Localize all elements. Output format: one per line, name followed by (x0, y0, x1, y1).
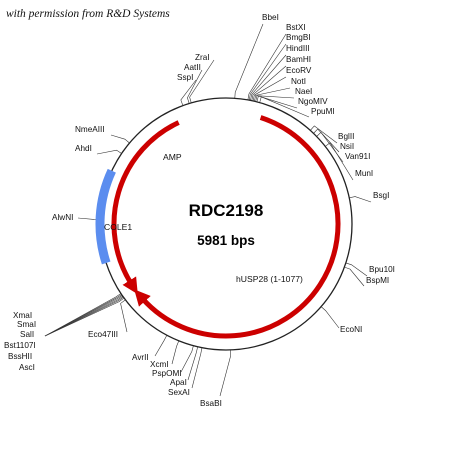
site-label-bsabi: BsaBI (200, 399, 222, 408)
site-leader-ngomiv (256, 95, 298, 109)
site-leader-apai (187, 346, 198, 381)
site-leader-sexai (191, 347, 203, 389)
site-leader-ahdi (96, 149, 122, 155)
site-labels-group: BbeIBstXIBmgBIHindIIIBamHIEcoRVNotINaeIN… (4, 13, 395, 408)
site-leader-aatii (187, 69, 203, 104)
site-label-sali: SalI (20, 330, 34, 339)
feature-label-cole1: COLE1 (104, 222, 132, 232)
site-leader-bmgbi (248, 43, 287, 101)
site-leader-avrii (154, 335, 168, 357)
site-leader-smai (44, 294, 122, 337)
site-label-bsshii: BssHII (8, 352, 32, 361)
site-label-muni: MunI (355, 169, 373, 178)
site-label-bst1107i: Bst1107I (4, 341, 36, 350)
site-leader-bamhi (251, 65, 287, 101)
feature-arrow-amp (111, 120, 180, 295)
site-label-van91i: Van91I (345, 152, 370, 161)
site-leader-hindiii (250, 54, 287, 101)
site-label-ahdi: AhdI (75, 144, 92, 153)
site-leader-zrai (189, 59, 215, 103)
site-leader-noti (254, 87, 291, 102)
site-label-ngomiv: NgoMIV (298, 97, 328, 106)
site-leader-bsgi (349, 196, 372, 203)
site-leader-xcmi (171, 340, 180, 365)
site-leader-bspmi (344, 266, 365, 287)
site-leader-bsabi (219, 349, 231, 397)
site-label-naei: NaeI (295, 87, 312, 96)
plasmid-backbone-circle (99, 97, 353, 351)
site-leader-bsshii (44, 296, 124, 337)
site-label-econi: EcoNI (340, 325, 362, 334)
site-leader-sspi (180, 79, 197, 106)
site-leader-ecorv (252, 76, 287, 102)
site-leader-xmai (44, 293, 122, 337)
site-label-bbei: BbeI (262, 13, 279, 22)
site-label-nsii: NsiI (340, 142, 354, 151)
site-label-noti: NotI (291, 77, 306, 86)
site-label-avrii: AvrII (132, 353, 149, 362)
site-label-bamhi: BamHI (286, 55, 311, 64)
site-label-sspi: SspI (177, 73, 193, 82)
site-label-bglii: BglII (338, 132, 354, 141)
site-label-xcmi: XcmI (150, 360, 169, 369)
site-leader-pspomi (180, 345, 194, 373)
site-label-bsgi: BsgI (373, 191, 389, 200)
site-label-aatii: AatII (184, 63, 201, 72)
feature-label-husp28: hUSP28 (1-1077) (236, 274, 303, 284)
site-label-ecorv: EcoRV (286, 66, 312, 75)
site-label-bstxi: BstXI (286, 23, 306, 32)
site-label-bspmi: BspMI (366, 276, 389, 285)
site-label-apai: ApaI (170, 378, 187, 387)
site-label-pspomi: PspOMI (152, 369, 182, 378)
site-leader-nsii (313, 128, 340, 153)
site-leader-sali (44, 295, 123, 337)
site-leader-bstxi (247, 33, 287, 100)
site-leader-naei (255, 95, 295, 102)
site-leader-bglii (310, 125, 338, 144)
site-leaders-group (44, 23, 372, 397)
site-label-sexai: SexAI (168, 388, 190, 397)
site-leader-ppumi (259, 96, 310, 118)
plasmid-name: RDC2198 (189, 201, 264, 220)
site-leader-bst1107i (44, 296, 123, 337)
site-label-zrai: ZraI (195, 53, 210, 62)
site-label-bpu10i: Bpu10I (369, 265, 395, 274)
site-leader-econi (320, 306, 340, 329)
site-label-bmgbi: BmgBI (286, 33, 311, 42)
site-label-smai: SmaI (17, 320, 36, 329)
site-label-hindiii: HindIII (286, 44, 310, 53)
site-leader-asci (44, 297, 125, 337)
site-leader-bpu10i (345, 262, 368, 277)
site-label-nmeaiii: NmeAIII (75, 125, 105, 134)
site-leader-muni (325, 142, 354, 181)
site-label-alwni: AlwNI (52, 213, 73, 222)
feature-block-cole1 (95, 168, 116, 265)
feature-arrow-husp28-1-1077 (134, 115, 341, 339)
site-leader-eco47iii (120, 299, 128, 333)
features-group (95, 115, 341, 339)
site-label-eco47iii: Eco47III (88, 330, 118, 339)
permission-credit: with permission from R&D Systems (6, 8, 170, 20)
site-leader-bbei (234, 23, 264, 99)
plasmid-size: 5981 bps (197, 233, 255, 248)
feature-label-amp: AMP (163, 152, 182, 162)
site-leader-nmeaiii (110, 134, 130, 144)
site-label-ppumi: PpuMI (311, 107, 335, 116)
site-label-asci: AscI (19, 363, 35, 372)
site-label-xmai: XmaI (13, 311, 32, 320)
